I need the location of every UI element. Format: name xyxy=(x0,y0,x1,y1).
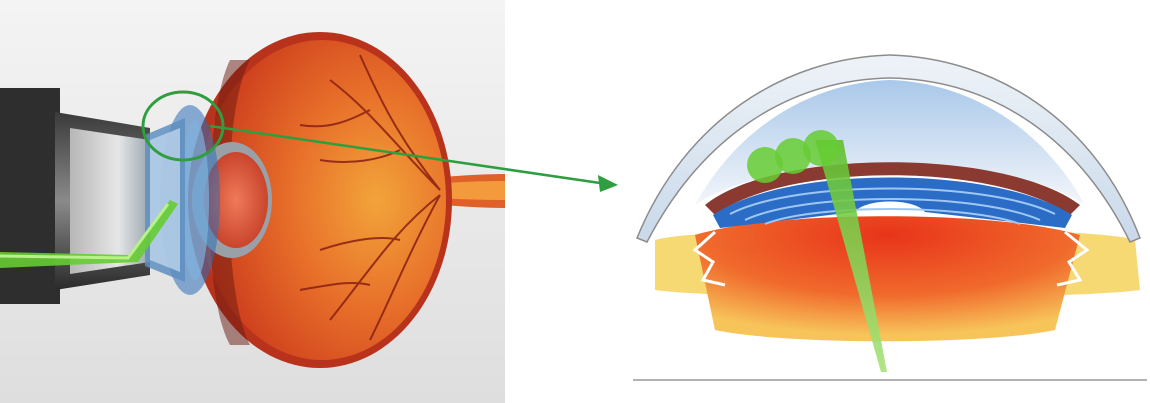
ciliary-lens-region xyxy=(695,216,1080,341)
anterior-chamber-panel xyxy=(625,0,1150,403)
eye-cross-section-panel xyxy=(0,0,505,403)
eye-cross-section-illustration xyxy=(0,0,505,403)
anterior-chamber-illustration xyxy=(625,0,1150,403)
